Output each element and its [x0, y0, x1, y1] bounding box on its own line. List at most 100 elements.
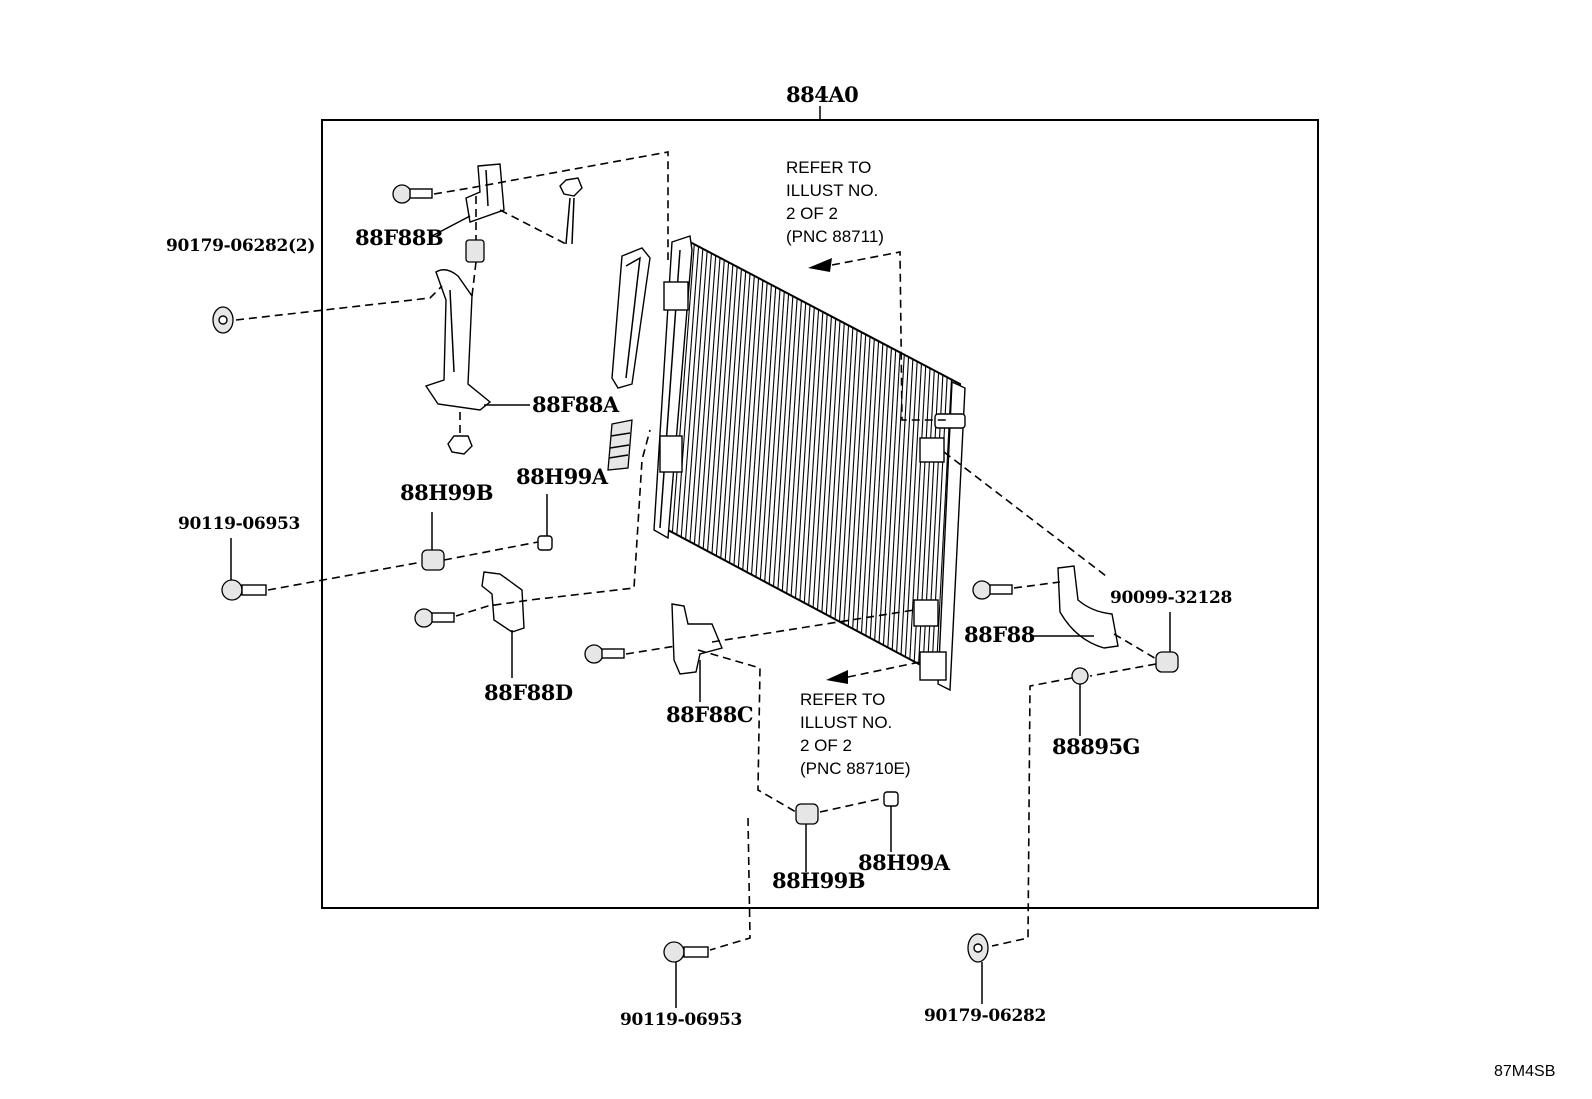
condenser-fin	[821, 320, 841, 613]
assembly-lines	[235, 151, 1159, 951]
condenser-fin	[852, 336, 871, 629]
condenser-fin	[671, 244, 695, 533]
condenser-fin	[746, 282, 768, 573]
refer-arrow-upper	[808, 251, 950, 421]
condenser-fin	[878, 350, 897, 643]
condenser-fin	[693, 255, 717, 545]
rubber-boot	[607, 419, 633, 471]
refer-arrow-lower	[826, 661, 921, 684]
condenser-fin	[689, 253, 712, 542]
condenser-fin	[759, 289, 781, 580]
condenser-fin	[790, 305, 811, 596]
fastener-label-90179-06282-2: 90179-06282(2)	[166, 236, 316, 256]
condenser-fin	[891, 356, 910, 650]
condenser-fin	[799, 309, 820, 601]
condenser-fin	[904, 363, 922, 657]
condenser-fin	[724, 271, 747, 561]
refer-note-lower: REFER TO ILLUST NO. 2 OF 2 (PNC 88710E)	[800, 690, 911, 778]
condenser-fin	[680, 248, 704, 538]
condenser-fin	[860, 341, 880, 634]
grommet-icon	[465, 239, 485, 263]
condenser-fin	[707, 262, 730, 552]
condenser-fin	[900, 361, 918, 655]
condenser-fin	[781, 300, 802, 592]
nut-icon	[559, 177, 583, 245]
condenser-fin	[711, 264, 734, 554]
condenser-fin	[838, 329, 858, 622]
condenser-fin	[834, 327, 854, 620]
condenser-fin	[698, 257, 721, 547]
fastener-label-90099-32128: 90099-32128	[1110, 588, 1233, 608]
cushion-88895G-icon	[1071, 667, 1089, 685]
bolt-90119-06953-icon	[663, 941, 709, 963]
part-label-88H99B-upper: 88H99B	[400, 480, 494, 505]
bolt-icon	[392, 184, 433, 204]
condenser-fin	[869, 345, 888, 639]
part-label-88F88D: 88F88D	[484, 680, 573, 705]
part-label-88F88C: 88F88C	[666, 702, 754, 727]
bolt-icon	[414, 608, 455, 628]
condenser-core	[653, 235, 966, 692]
bracket-88F88A	[424, 269, 492, 411]
condenser-fin	[729, 273, 751, 563]
condenser-fin	[702, 259, 725, 549]
bracket-88F88B	[465, 163, 505, 223]
bracket-88F88C	[671, 603, 723, 675]
condenser-fin	[882, 352, 901, 646]
condenser-fin	[755, 287, 777, 578]
part-label-88F88: 88F88	[964, 622, 1035, 647]
condenser-fin	[847, 334, 867, 627]
condenser-fin	[830, 325, 850, 617]
refer-note-upper: REFER TO ILLUST NO. 2 OF 2 (PNC 88711)	[786, 158, 884, 246]
condenser-fin	[737, 278, 760, 568]
condenser-fin	[843, 332, 862, 625]
screw-90179-06282-icon	[212, 306, 234, 334]
bolt-90119-06953-icon	[221, 579, 267, 601]
condenser-fin	[803, 311, 824, 603]
fastener-label-90119-06953-left: 90119-06953	[178, 514, 301, 534]
condenser-fin	[676, 246, 700, 535]
condenser-fin	[865, 343, 884, 636]
condenser-fin	[825, 323, 845, 615]
condenser-fin	[816, 318, 837, 610]
cushion-88H99A-icon	[537, 535, 553, 551]
bolt-icon	[972, 580, 1013, 600]
screw-90179-06282-icon	[967, 933, 989, 963]
bracket-88F88D	[481, 571, 525, 633]
part-label-88F88B: 88F88B	[355, 225, 444, 250]
leader-lines	[230, 215, 1171, 1008]
part-label-88H99A-upper: 88H99A	[516, 464, 608, 489]
condenser-fin	[777, 298, 798, 589]
condenser-fin	[887, 354, 905, 648]
condenser-fin	[786, 302, 807, 594]
illustration-code: 87M4SB	[1494, 1063, 1556, 1080]
condenser-fin	[742, 280, 764, 570]
part-label-88H99A-lower: 88H99A	[858, 850, 950, 875]
bracket-88F88	[1057, 565, 1119, 649]
condenser-fin	[808, 314, 828, 606]
part-label-88F88A: 88F88A	[532, 392, 619, 417]
assembly-label-884A0: 884A0	[786, 82, 859, 107]
cushion-88H99B-icon	[421, 549, 445, 571]
condenser-fin	[733, 275, 755, 566]
cushion-90099-32128-icon	[1155, 651, 1179, 673]
condenser-fin	[812, 316, 832, 608]
part-label-88H99B-lower: 88H99B	[772, 868, 866, 893]
condenser-fin	[720, 269, 742, 559]
nut-icon	[447, 435, 473, 455]
fastener-label-90119-06953-bottom: 90119-06953	[620, 1010, 743, 1030]
condenser-fin	[856, 338, 875, 632]
cushion-88H99A-icon	[883, 791, 899, 807]
condenser-fin	[685, 250, 708, 540]
condenser-fin	[750, 284, 772, 575]
part-label-88895G: 88895G	[1052, 734, 1141, 759]
bolt-icon	[584, 644, 625, 664]
condenser-fin	[715, 266, 738, 556]
seal-strip	[611, 247, 651, 389]
condenser-fin	[874, 347, 892, 641]
condenser-fin	[764, 291, 785, 582]
condenser-fin	[772, 296, 794, 587]
condenser-fin	[768, 293, 790, 585]
condenser-fin	[896, 359, 914, 653]
